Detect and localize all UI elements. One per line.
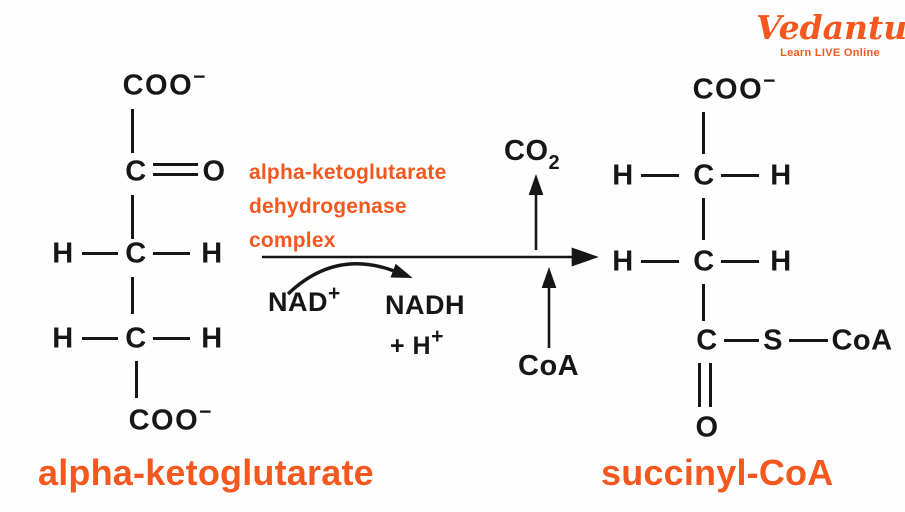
- left-c2-atom: C: [125, 155, 147, 188]
- right-coa-group: CoA: [831, 324, 893, 357]
- co2-base: CO: [504, 135, 549, 167]
- right-h3-right-label: H: [770, 245, 792, 278]
- right-o4-label: O: [695, 411, 719, 444]
- right-h2-right-atom: H: [770, 159, 792, 192]
- bond-horizontal: [724, 339, 759, 342]
- nad-charge: +: [328, 282, 341, 305]
- left-coo-top-group: COO−: [122, 67, 206, 102]
- plus-h-label: + H+: [390, 326, 443, 360]
- co2-subscript: 2: [548, 152, 560, 174]
- bond-horizontal: [721, 174, 759, 177]
- right-h2-left-atom: H: [612, 159, 634, 192]
- enzyme-label: alpha-ketoglutarate dehydrogenase comple…: [249, 156, 447, 258]
- bond-vertical: [702, 198, 705, 240]
- right-h3-left-label: H: [612, 245, 634, 278]
- left-c2-label: C: [125, 155, 147, 188]
- right-c3-atom: C: [693, 245, 715, 278]
- right-c4-atom: C: [696, 324, 718, 357]
- left-coo-bottom-charge: −: [199, 400, 212, 424]
- bond-vertical: [702, 112, 705, 154]
- co2-label: CO2: [504, 135, 560, 174]
- left-coo-bottom-label: COO: [128, 404, 200, 437]
- right-coa-label: CoA: [831, 324, 893, 357]
- nad-base: NAD: [268, 287, 328, 317]
- coa-in-label: CoA: [518, 352, 579, 381]
- bond-vertical: [702, 284, 705, 321]
- plus-h-base: + H: [390, 332, 432, 360]
- right-h2-right-label: H: [770, 159, 792, 192]
- bond-horizontal: [641, 174, 679, 177]
- left-coo-top-charge: −: [193, 65, 206, 89]
- right-c2-atom: C: [693, 159, 715, 192]
- right-c3-label: C: [693, 245, 715, 278]
- vedantu-wordmark: Vedantu: [756, 8, 905, 47]
- left-h3-left-label: H: [52, 237, 74, 270]
- right-h3-left-atom: H: [612, 245, 634, 278]
- bond-vertical: [131, 195, 134, 239]
- nad-plus-label: NAD+: [268, 283, 340, 317]
- right-o4-atom: O: [695, 411, 719, 444]
- left-coo-top-label: COO: [122, 69, 194, 102]
- vedantu-tagline: Learn LIVE Online: [780, 47, 880, 60]
- bond-horizontal: [789, 339, 828, 342]
- bond-vertical: [131, 277, 134, 314]
- left-c4-label: C: [125, 322, 147, 355]
- left-h4-right-atom: H: [201, 322, 223, 355]
- bond-vertical: [131, 109, 134, 153]
- bond-horizontal: [721, 260, 759, 263]
- left-o2-label: O: [202, 155, 226, 188]
- coa-in-text: CoA: [518, 350, 580, 382]
- right-coo-top-label: COO: [692, 73, 764, 106]
- left-h4-left-label: H: [52, 322, 74, 355]
- right-h2-left-label: H: [612, 159, 634, 192]
- right-s-atom: S: [763, 324, 783, 357]
- double-bond-line: [698, 363, 701, 407]
- bond-horizontal: [641, 260, 679, 263]
- vedantu-logo: Vedantu Learn LIVE Online: [756, 8, 905, 60]
- bond-horizontal: [153, 252, 190, 255]
- right-c2-label: C: [693, 159, 715, 192]
- enzyme-line1: alpha-ketoglutarate: [249, 161, 447, 184]
- right-s-label: S: [763, 324, 783, 357]
- left-h4-left-atom: H: [52, 322, 74, 355]
- left-molecule-name: alpha-ketoglutarate: [38, 452, 374, 493]
- right-c4-label: C: [696, 324, 718, 357]
- enzyme-line2: dehydrogenase: [249, 195, 407, 218]
- left-h3-left-atom: H: [52, 237, 74, 270]
- plus-h-charge: +: [431, 325, 444, 348]
- left-c4-atom: C: [125, 322, 147, 355]
- double-bond-line: [709, 363, 712, 407]
- left-o2-atom: O: [202, 155, 226, 188]
- bond-vertical: [135, 361, 138, 398]
- bond-horizontal: [153, 337, 190, 340]
- nadh-label: NADH: [385, 292, 465, 319]
- double-bond-line: [153, 163, 198, 166]
- double-bond-line: [153, 173, 198, 176]
- enzyme-line3: complex: [249, 229, 336, 252]
- right-h3-right-atom: H: [770, 245, 792, 278]
- left-c3-label: C: [125, 237, 147, 270]
- bond-horizontal: [82, 337, 118, 340]
- right-coo-top-charge: −: [763, 69, 776, 93]
- bond-horizontal: [82, 252, 118, 255]
- left-c3-atom: C: [125, 237, 147, 270]
- nadh-text: NADH: [385, 290, 465, 320]
- left-coo-bottom-group: COO−: [128, 402, 212, 437]
- left-h3-right-atom: H: [201, 237, 223, 270]
- left-h4-right-label: H: [201, 322, 223, 355]
- right-coo-top-group: COO−: [692, 71, 776, 106]
- right-molecule-name: succinyl-CoA: [601, 452, 834, 493]
- left-h3-right-label: H: [201, 237, 223, 270]
